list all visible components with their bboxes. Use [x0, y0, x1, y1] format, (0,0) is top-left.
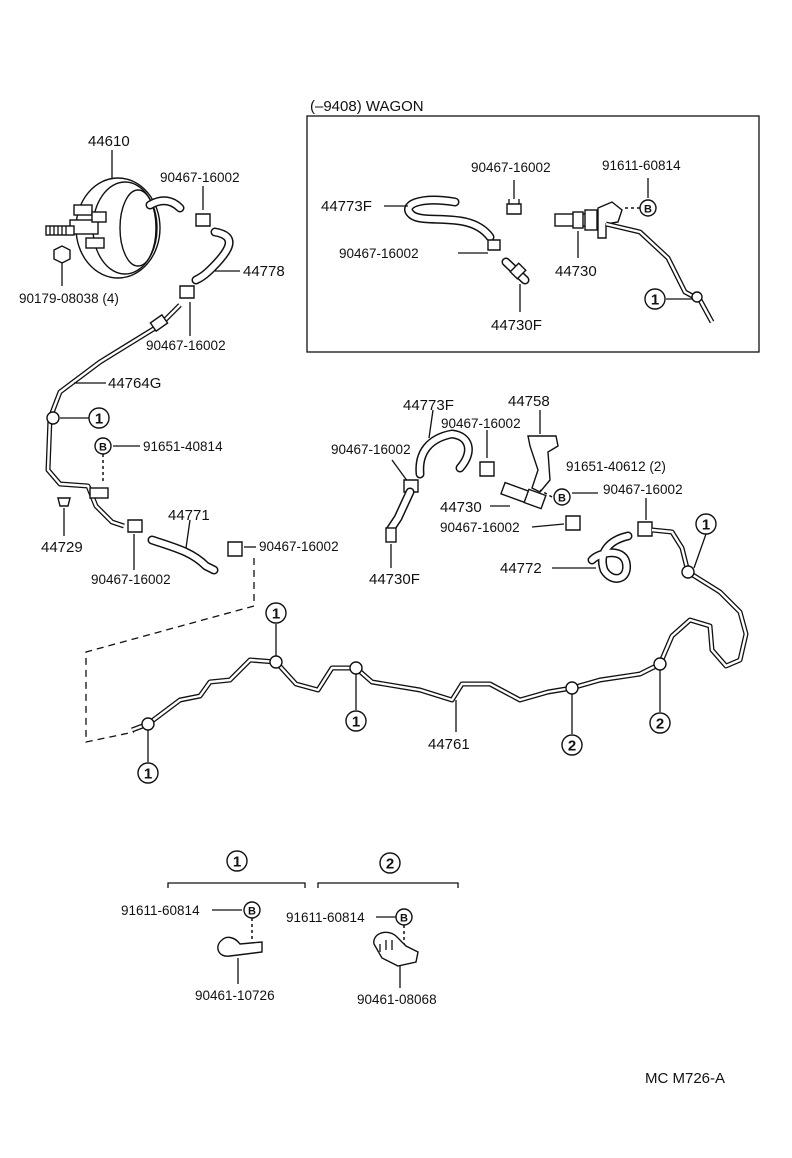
main-marker-1-c: [345, 710, 367, 732]
booster-nut-label: 90179-08038 (4): [19, 291, 119, 306]
mid-clamp-left-label: 90467-16002: [331, 442, 411, 457]
clamp-44771-right: [227, 541, 243, 557]
main-tube-label: 44761: [428, 736, 470, 753]
mid-bolt-label: 91651-40612 (2): [566, 459, 666, 474]
mid-valve-f: [385, 487, 415, 543]
mid-valve-label: 44730: [440, 499, 482, 516]
bolt-b-left-label: 91651-40814: [143, 439, 223, 454]
hose-clamp-lower: [179, 285, 195, 299]
wagon-valve-f: [501, 257, 530, 285]
main-marker-2-a: [561, 734, 583, 756]
brake-booster: [45, 177, 185, 279]
detail-1: 1 91611-60814 B 90461-10726: [121, 850, 306, 1003]
svg-text:1: 1: [144, 766, 152, 783]
detail-2-clamp-label: 90461-08068: [357, 992, 437, 1007]
svg-text:1: 1: [702, 517, 710, 534]
svg-text:1: 1: [352, 714, 360, 731]
booster-clamp-label: 90467-16002: [160, 170, 240, 185]
right-feed-pipe: [651, 527, 749, 669]
detail-1-bolt-label: 91611-60814: [121, 903, 200, 918]
main-marker-2-b: [649, 712, 671, 734]
detail-1-marker: [226, 850, 248, 872]
mid-bracket: [527, 435, 559, 493]
detail-2-clamp: [373, 931, 419, 967]
svg-text:2: 2: [656, 716, 664, 733]
mid-hose-label: 44773F: [403, 397, 454, 414]
detail-2-marker: [379, 852, 401, 874]
detail-2: 2 91611-60814 B 90461-08068: [286, 852, 459, 1007]
hose-44771-label: 44771: [168, 507, 210, 524]
mid-clamp-low: [565, 515, 581, 531]
right-feed-marker-1: [695, 513, 717, 535]
mid-clamp-top: [479, 461, 495, 477]
svg-text:2: 2: [386, 856, 394, 873]
booster-label: 44610: [88, 133, 130, 150]
mid-clamp-low-label: 90467-16002: [440, 520, 520, 535]
mid-clamp-right-label: 90467-16002: [603, 482, 683, 497]
main-marker-1-a: [137, 762, 159, 784]
wagon-inset-frame: [306, 115, 760, 353]
wagon-clamp-top-label: 90467-16002: [471, 160, 551, 175]
clamp-44771-right-label: 90467-16002: [259, 539, 339, 554]
clamp-44771-left: [127, 519, 143, 533]
wagon-clamp-mid-label: 90467-16002: [339, 246, 419, 261]
wagon-inset: (–9408) WAGON 44773F 90467-16002 90467-1…: [306, 98, 760, 353]
svg-text:1: 1: [233, 854, 241, 871]
hose-clamp-lower-label: 90467-16002: [146, 338, 226, 353]
svg-text:1: 1: [651, 292, 659, 309]
wagon-inset-title: (–9408) WAGON: [310, 98, 424, 115]
mid-bolt-b-marker: [553, 488, 571, 506]
tube-marker-1: [88, 407, 110, 429]
wagon-hose-label: 44773F: [321, 198, 372, 215]
dashed-connection: [85, 558, 255, 743]
mid-clamp-right: [637, 521, 653, 537]
svg-text:B: B: [248, 906, 256, 918]
clamp-44771-left-label: 90467-16002: [91, 572, 171, 587]
svg-text:B: B: [558, 493, 566, 505]
mid-bracket-label: 44758: [508, 393, 550, 410]
detail-1-clamp: [217, 936, 263, 957]
hose-44772-label: 44772: [500, 560, 542, 577]
wagon-valve-label: 44730: [555, 263, 597, 280]
svg-text:1: 1: [95, 411, 103, 428]
mid-clamp-top-label: 90467-16002: [441, 416, 521, 431]
mid-valve: [500, 481, 547, 510]
wagon-valve-f-label: 44730F: [491, 317, 542, 334]
svg-text:1: 1: [272, 606, 280, 623]
svg-text:B: B: [644, 204, 652, 216]
wagon-valve: [554, 209, 598, 231]
main-marker-1-b: [265, 602, 287, 624]
mid-valve-f-label: 44730F: [369, 571, 420, 588]
booster-nut: [53, 245, 71, 264]
tube-44764g-label: 44764G: [108, 375, 161, 392]
drawing-code: MC M726-A: [645, 1070, 725, 1087]
wagon-clamp-mid: [487, 239, 501, 251]
detail-2-bolt-label: 91611-60814: [286, 910, 365, 925]
wagon-marker-1: [644, 288, 666, 310]
check-valve-left-label: 44729: [41, 539, 83, 556]
wagon-clamp-top: [506, 199, 522, 215]
detail-1-clamp-label: 90461-10726: [195, 988, 275, 1003]
check-valve-left: [57, 497, 71, 507]
booster-hose-label: 44778: [243, 263, 285, 280]
main-tube-44761: [131, 657, 662, 733]
svg-text:B: B: [99, 442, 107, 454]
booster-clamp: [195, 213, 211, 227]
wagon-bracket: [597, 201, 623, 239]
wagon-bolt-label: 91611-60814: [602, 158, 681, 173]
svg-text:B: B: [400, 913, 408, 925]
svg-text:2: 2: [568, 738, 576, 755]
